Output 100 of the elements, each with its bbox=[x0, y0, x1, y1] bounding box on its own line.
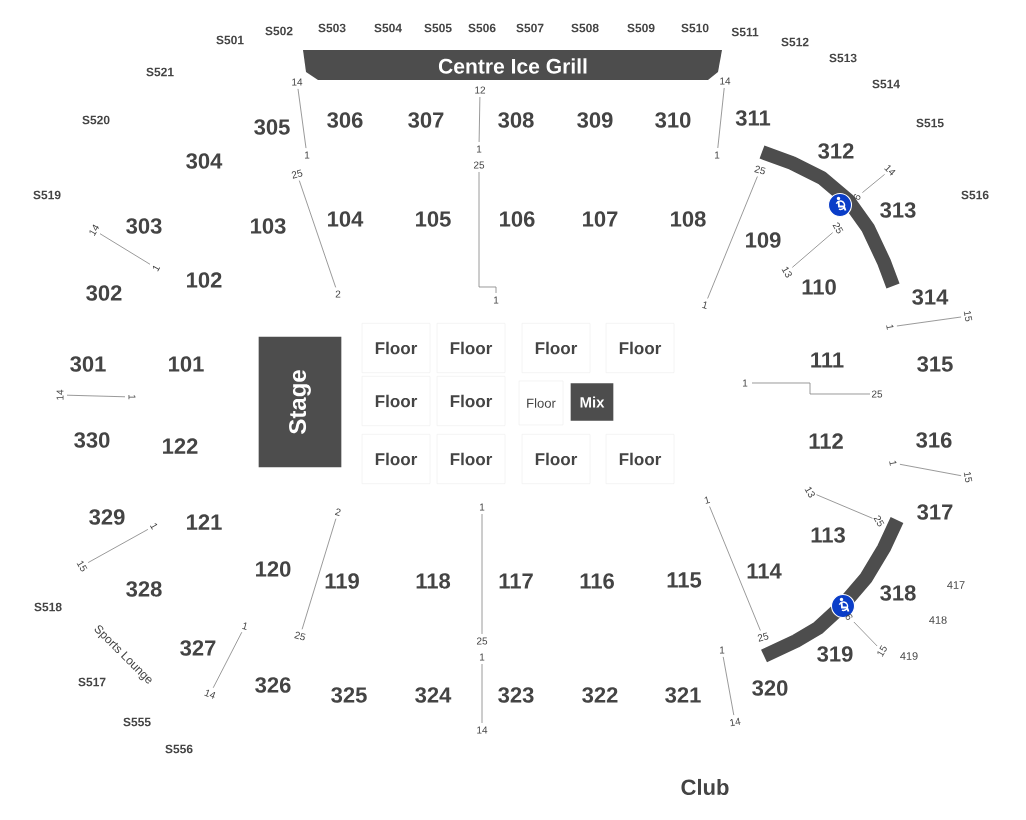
row-number: 6 bbox=[853, 194, 861, 200]
section-number: 322 bbox=[582, 687, 618, 703]
section-number: 311 bbox=[735, 110, 771, 126]
section-number: 113 bbox=[811, 527, 845, 543]
row-number: 1 bbox=[494, 296, 499, 304]
floor-section: Floor bbox=[605, 323, 675, 373]
section-number: 112 bbox=[809, 433, 843, 449]
row-number: 13 bbox=[781, 266, 792, 278]
suite-number: S502 bbox=[265, 26, 293, 36]
section-number: 119 bbox=[325, 573, 359, 589]
section-number: 102 bbox=[187, 272, 222, 288]
row-number: 14 bbox=[477, 726, 488, 734]
section-number: 111 bbox=[811, 352, 844, 368]
row-number: 15 bbox=[963, 472, 973, 483]
row-number: 15 bbox=[963, 311, 973, 322]
mix-box: Mix bbox=[570, 383, 614, 421]
row-number: 25 bbox=[873, 515, 885, 527]
section-number: 323 bbox=[498, 687, 534, 703]
suite-number: S508 bbox=[571, 23, 599, 33]
row-number: 1 bbox=[480, 503, 485, 511]
floor-section: Floor bbox=[521, 323, 591, 373]
suite-number: S509 bbox=[627, 23, 655, 33]
suite-number: S507 bbox=[516, 23, 544, 33]
row-number: 1 bbox=[702, 301, 707, 309]
section-number: 317 bbox=[917, 504, 953, 520]
row-number: 2 bbox=[335, 290, 341, 298]
suite-number: S556 bbox=[165, 744, 193, 754]
section-number: 309 bbox=[577, 112, 613, 128]
section-number: 105 bbox=[416, 211, 451, 227]
section-number: 120 bbox=[256, 561, 291, 577]
section-number: 306 bbox=[327, 112, 363, 128]
section-number: 118 bbox=[416, 573, 451, 589]
row-number: 25 bbox=[476, 637, 488, 645]
floor-section: Floor bbox=[605, 434, 675, 484]
suite-number: S513 bbox=[829, 53, 857, 63]
row-number: 13 bbox=[804, 486, 815, 498]
section-number: 117 bbox=[499, 573, 533, 589]
row-number: 1 bbox=[305, 151, 310, 159]
row-number: 14 bbox=[720, 77, 731, 85]
row-number: 25 bbox=[294, 631, 306, 641]
row-number: 15 bbox=[877, 645, 887, 657]
row-number: 1 bbox=[886, 324, 894, 330]
floor-section: Floor bbox=[361, 376, 431, 426]
row-number: 1 bbox=[889, 460, 897, 466]
section-number: 310 bbox=[655, 112, 691, 128]
section-number: 104 bbox=[328, 211, 364, 227]
section-number: 314 bbox=[912, 289, 949, 305]
floor-section: Floor bbox=[361, 434, 431, 484]
suite-number: S512 bbox=[781, 37, 809, 47]
section-number: 107 bbox=[583, 211, 618, 227]
restaurant-banner: Centre Ice Grill bbox=[303, 50, 722, 80]
stage-box: Stage bbox=[258, 336, 342, 468]
suite-number: S514 bbox=[872, 79, 900, 89]
section-number: 418 bbox=[929, 616, 947, 624]
row-number: 1 bbox=[128, 394, 136, 400]
area-label: Club bbox=[681, 778, 729, 796]
section-number: 115 bbox=[667, 572, 702, 588]
row-number: 14 bbox=[204, 689, 216, 699]
section-number: 303 bbox=[126, 218, 162, 234]
row-number: 1 bbox=[152, 265, 161, 272]
section-number: 308 bbox=[498, 112, 534, 128]
row-number: 25 bbox=[832, 222, 844, 234]
section-number: 330 bbox=[74, 432, 110, 448]
section-number: 316 bbox=[916, 432, 952, 448]
suite-number: S503 bbox=[318, 23, 346, 33]
suite-number: S518 bbox=[34, 602, 62, 612]
section-number: 103 bbox=[251, 218, 286, 234]
floor-section: Floor bbox=[436, 434, 506, 484]
row-number: 1 bbox=[742, 379, 748, 387]
section-number: 108 bbox=[671, 211, 706, 227]
row-number: 25 bbox=[473, 161, 485, 169]
section-number: 116 bbox=[580, 573, 614, 589]
section-number: 329 bbox=[89, 509, 125, 525]
suite-number: S521 bbox=[146, 67, 174, 77]
floor-section: Floor bbox=[436, 323, 506, 373]
section-number: 315 bbox=[917, 356, 953, 372]
section-number: 313 bbox=[880, 202, 916, 218]
row-number: 1 bbox=[150, 523, 158, 530]
section-number: 419 bbox=[900, 652, 918, 660]
suite-number: S501 bbox=[216, 35, 244, 45]
section-number: 327 bbox=[180, 640, 216, 656]
row-number: 14 bbox=[56, 389, 64, 400]
section-number: 305 bbox=[254, 119, 290, 135]
row-number: 14 bbox=[89, 224, 100, 236]
section-number: 319 bbox=[817, 646, 853, 662]
floor-section: Floor bbox=[518, 380, 564, 426]
section-number: 109 bbox=[746, 232, 781, 248]
section-number: 318 bbox=[880, 585, 916, 601]
suite-number: S510 bbox=[681, 23, 709, 33]
section-number: 301 bbox=[70, 356, 106, 372]
section-number: 326 bbox=[255, 677, 291, 693]
suite-number: S511 bbox=[731, 27, 759, 37]
row-number: 25 bbox=[757, 632, 769, 642]
section-number: 114 bbox=[747, 563, 782, 579]
row-number: 14 bbox=[884, 165, 896, 176]
suite-number: S520 bbox=[82, 115, 110, 125]
row-number: 1 bbox=[480, 653, 485, 661]
row-number: 14 bbox=[292, 78, 303, 86]
row-number: 2 bbox=[334, 508, 341, 516]
row-number: 1 bbox=[242, 622, 247, 630]
